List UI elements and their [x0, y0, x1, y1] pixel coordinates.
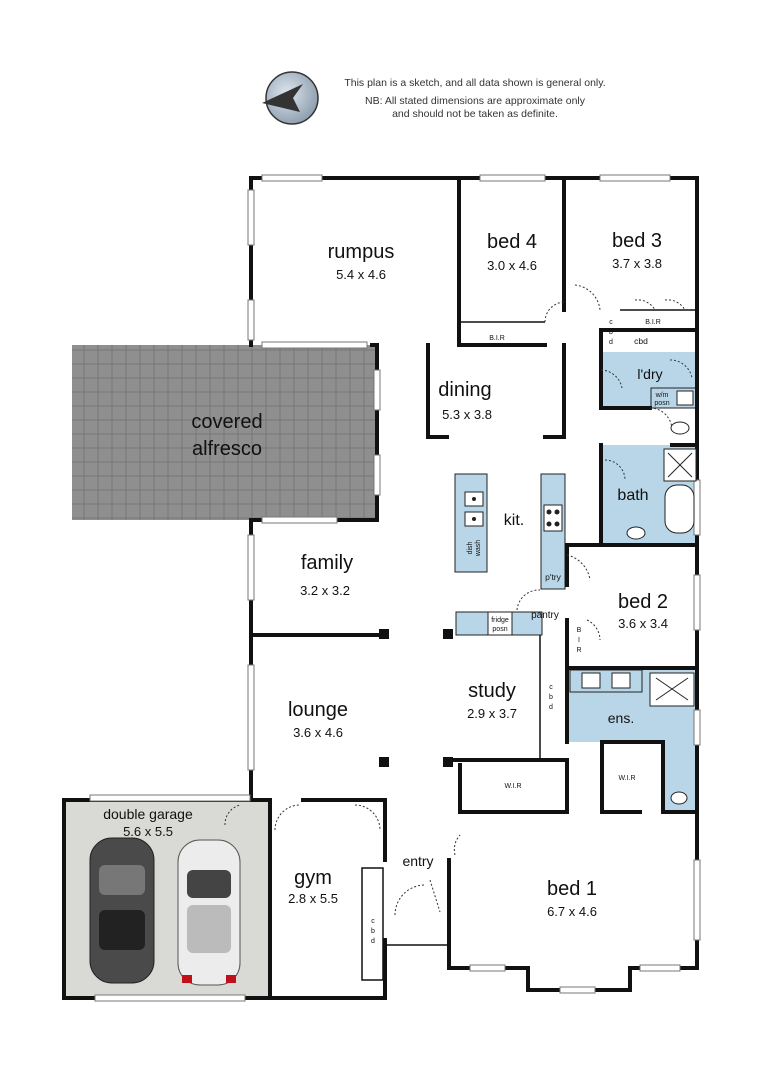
bir-label-bed4: B.I.R — [489, 335, 505, 342]
cbd-gym-d: d — [371, 938, 375, 945]
wm-label-2: posn — [654, 400, 669, 407]
room-label-ensuite: ens. — [608, 710, 634, 726]
room-label-bed2: bed 2 — [618, 591, 668, 613]
room-dims-lounge: 3.6 x 4.6 — [293, 725, 343, 740]
room-label-dining: dining — [438, 379, 491, 401]
room-dims-study: 2.9 x 3.7 — [467, 706, 517, 721]
post — [443, 629, 453, 639]
post — [379, 757, 389, 767]
bir-bed2-i: I — [578, 637, 580, 644]
disclaimer-line-1: This plan is a sketch, and all data show… — [344, 77, 606, 89]
fixtures — [464, 390, 697, 805]
room-label-bed4: bed 4 — [487, 231, 537, 253]
interior-walls — [249, 176, 699, 1000]
post — [443, 757, 453, 767]
dishwasher-label-2: wash — [475, 540, 482, 557]
alfresco-area — [72, 345, 377, 520]
room-dims-bed2: 3.6 x 3.4 — [618, 616, 668, 631]
room-label-pantry: pantry — [531, 610, 559, 621]
room-label-ptry: p'try — [545, 572, 562, 582]
room-dims-family: 3.2 x 3.2 — [300, 583, 350, 598]
bir-bed2-r: R — [576, 647, 581, 654]
room-label-gym: gym — [294, 867, 332, 889]
cbd-study-b: b — [549, 694, 553, 701]
cbd-bed3-b: b — [609, 329, 613, 336]
room-label-bed1: bed 1 — [547, 878, 597, 900]
room-dims-dining: 5.3 x 3.8 — [442, 407, 492, 422]
ensuite-vanity — [569, 669, 643, 693]
room-dims-garage: 5.6 x 5.5 — [123, 824, 173, 839]
cbd-study-d: d — [549, 704, 553, 711]
disclaimer-line-3: and should not be taken as definite. — [392, 108, 558, 120]
room-label-study: study — [468, 680, 516, 702]
bir-bed2-b: B — [577, 627, 582, 634]
room-label-lounge: lounge — [288, 699, 348, 721]
dishwasher-label-1: dish — [467, 541, 474, 554]
cbd-gym-b: b — [371, 928, 375, 935]
room-label-rumpus: rumpus — [328, 241, 395, 263]
wir-label-bed1: W.I.R — [504, 783, 521, 790]
car-silver-icon — [177, 839, 241, 986]
room-dims-gym: 2.8 x 5.5 — [288, 891, 338, 906]
cbd-bed3-c: c — [609, 319, 613, 326]
disclaimer-line-2: NB: All stated dimensions are approximat… — [364, 95, 586, 107]
fridge-label-2: posn — [492, 626, 507, 633]
room-dims-bed4: 3.0 x 4.6 — [487, 258, 537, 273]
room-dims-rumpus: 5.4 x 4.6 — [336, 267, 386, 282]
room-label-kitchen: kit. — [504, 512, 524, 529]
door-swings — [224, 284, 693, 916]
fridge-label-1: fridge — [491, 617, 509, 624]
room-dims-bed3: 3.7 x 3.8 — [612, 256, 662, 271]
cbd-gym-c: c — [371, 918, 375, 925]
room-label-bath: bath — [617, 487, 648, 504]
alfresco-label-line1: covered — [191, 411, 262, 433]
cbd-study-c: c — [549, 684, 553, 691]
room-label-bed3: bed 3 — [612, 230, 662, 252]
wm-label-1: w/m — [655, 392, 669, 399]
room-dims-bed1: 6.7 x 4.6 — [547, 904, 597, 919]
room-label-entry: entry — [402, 853, 433, 869]
room-label-family: family — [301, 552, 353, 574]
compass-icon — [262, 71, 319, 125]
windows — [89, 174, 701, 1002]
cbd-label-laundry: cbd — [634, 336, 648, 346]
car-dark-icon — [89, 837, 155, 984]
bir-label-bed3: B.I.R — [645, 319, 661, 326]
cbd-bed3-d: d — [609, 339, 613, 346]
alfresco-label-line2: alfresco — [192, 438, 262, 460]
wir-label-ensuite: W.I.R — [618, 775, 635, 782]
room-label-laundry: l'dry — [637, 366, 662, 382]
post — [379, 629, 389, 639]
room-label-garage: double garage — [103, 806, 193, 822]
